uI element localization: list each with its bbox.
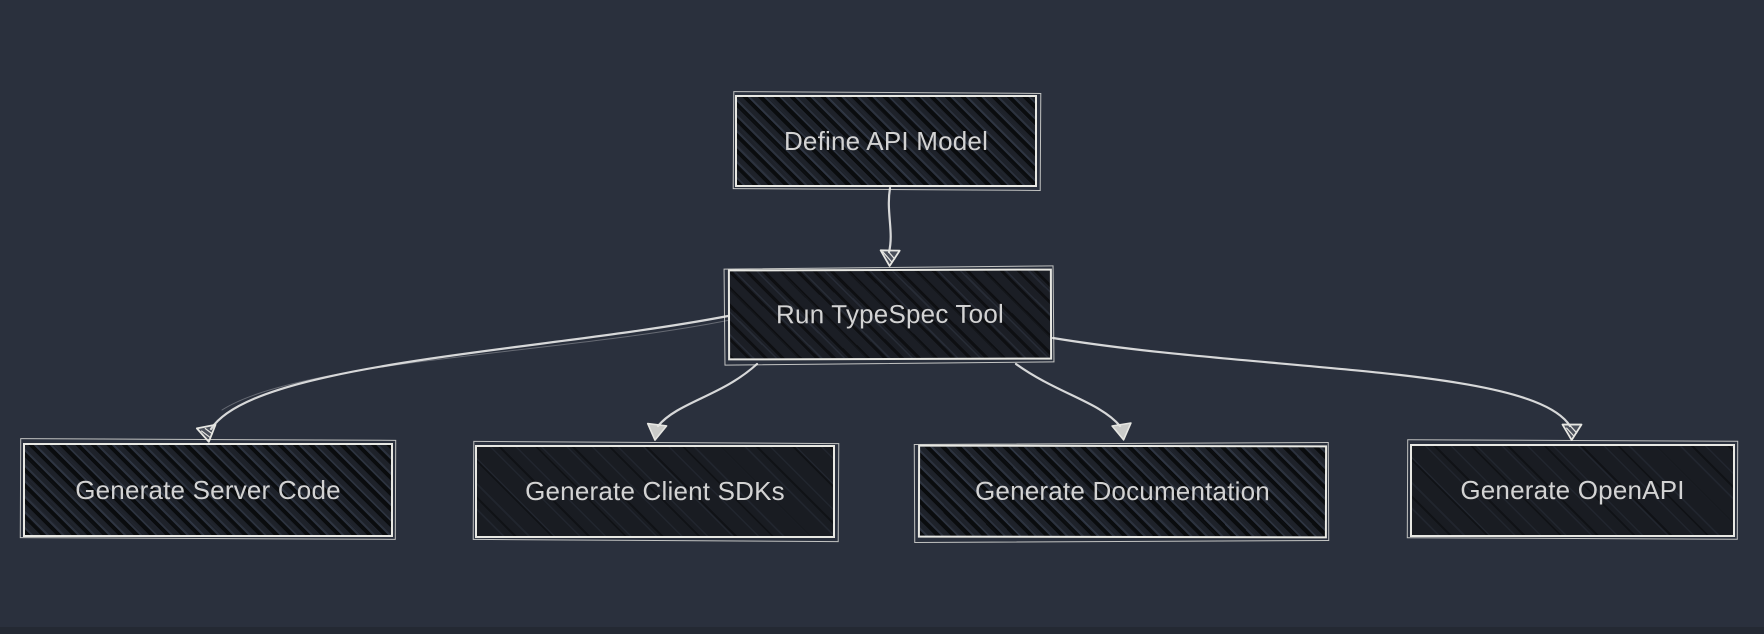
node-label: Define API Model	[783, 125, 989, 156]
edge-sketch-overstroke	[221, 319, 731, 411]
arrowhead-icon	[1561, 423, 1583, 441]
node-generate-server-code: Generate Server Code	[23, 443, 393, 537]
arrowhead-icon	[195, 423, 217, 443]
node-label: Generate Client SDKs	[525, 476, 785, 506]
bottom-strip	[0, 627, 1764, 634]
edge-run-to-documentation	[1014, 362, 1122, 428]
edge-define-to-run	[887, 186, 892, 254]
node-label: Generate Documentation	[975, 475, 1270, 507]
arrowhead-icon	[879, 249, 901, 267]
arrowhead-icon	[1111, 422, 1132, 441]
edge-run-to-server-code	[209, 314, 730, 431]
node-generate-openapi: Generate OpenAPI	[1410, 444, 1735, 537]
edge-run-to-openapi	[1051, 336, 1572, 428]
node-run-typespec-tool: Run TypeSpec Tool	[727, 268, 1053, 361]
node-generate-client-sdks: Generate Client SDKs	[475, 445, 835, 538]
node-label: Run TypeSpec Tool	[775, 298, 1005, 330]
node-define-api-model: Define API Model	[735, 95, 1037, 187]
edge-run-to-client-sdks	[656, 362, 759, 428]
node-label: Generate Server Code	[75, 474, 341, 505]
node-generate-documentation: Generate Documentation	[917, 444, 1328, 539]
node-label: Generate OpenAPI	[1460, 475, 1685, 505]
arrowhead-icon	[646, 422, 668, 441]
